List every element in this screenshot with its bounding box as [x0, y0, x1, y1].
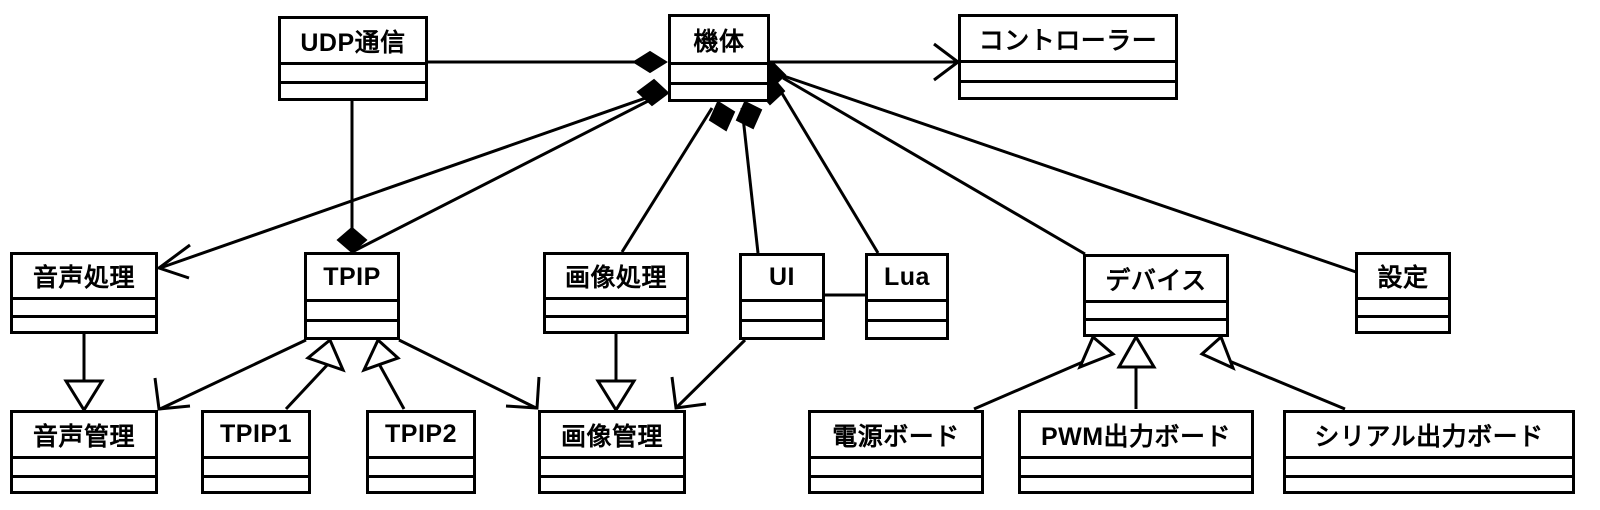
generalization-triangle-pwm	[1116, 334, 1157, 369]
class-operations-tpip1	[204, 478, 308, 491]
generalization-triangle-onseikanri	[63, 379, 105, 413]
class-attributes-onsei-kanri	[13, 459, 155, 478]
class-name-tpip1: TPIP1	[204, 413, 308, 459]
class-attributes-tpip2	[369, 459, 473, 478]
edge-power-device	[973, 356, 1093, 411]
class-name-gazou-kanri: 画像管理	[541, 413, 683, 459]
class-attributes-pwm-board	[1021, 459, 1251, 478]
class-attributes-udp	[281, 65, 425, 84]
association-arrow-onseisyori	[155, 243, 191, 280]
edge-gazousyori-kitai	[620, 107, 714, 253]
class-attributes-tpip1	[204, 459, 308, 478]
generalization-triangle-tpip1	[304, 337, 346, 373]
class-name-power-board: 電源ボード	[811, 413, 981, 459]
class-operations-tpip2	[369, 478, 473, 491]
class-operations-onsei-syori	[13, 318, 155, 331]
edge-tpip-onseikanri	[159, 338, 307, 411]
class-box-ui[interactable]: UI	[739, 253, 825, 340]
class-box-pwm-board[interactable]: PWM出力ボード	[1018, 410, 1254, 494]
edge-ui-kitai	[740, 107, 760, 254]
class-operations-ui	[742, 322, 822, 337]
class-operations-controller	[961, 83, 1175, 97]
generalization-triangle-tpip2	[361, 337, 401, 373]
class-name-kitai: 機体	[671, 17, 767, 65]
class-name-gazou-syori: 画像処理	[546, 255, 686, 300]
class-box-gazou-kanri[interactable]: 画像管理	[538, 410, 686, 494]
class-operations-tpip	[307, 322, 397, 337]
association-arrow-gazoukanri-right	[670, 376, 707, 410]
composition-diamond-gazousyori-kitai	[708, 100, 736, 132]
class-attributes-device	[1086, 303, 1226, 321]
class-operations-settei	[1358, 318, 1448, 331]
class-attributes-tpip	[307, 302, 397, 322]
class-operations-device	[1086, 321, 1226, 334]
class-name-onsei-kanri: 音声管理	[13, 413, 155, 459]
edge-tpip-gazoukanri	[398, 338, 537, 410]
class-name-tpip2: TPIP2	[369, 413, 473, 459]
class-attributes-serial-board	[1286, 459, 1572, 478]
edge-kitai-onseisyori	[159, 91, 661, 270]
class-box-controller[interactable]: コントローラー	[958, 14, 1178, 100]
class-name-ui: UI	[742, 256, 822, 302]
composition-diamond-udp-kitai	[632, 50, 668, 74]
class-attributes-kitai	[671, 65, 767, 85]
class-operations-kitai	[671, 85, 767, 99]
class-name-controller: コントローラー	[961, 17, 1175, 63]
edge-kitai-settei	[771, 70, 1357, 274]
class-operations-serial-board	[1286, 478, 1572, 491]
generalization-triangle-gazoukanri	[595, 379, 637, 413]
composition-diamond-udp-tpip	[336, 226, 368, 254]
class-box-onsei-syori[interactable]: 音声処理	[10, 252, 158, 334]
edge-tpip2-tpip	[376, 361, 406, 410]
class-box-udp[interactable]: UDP通信	[278, 16, 428, 101]
association-arrow-onseikanri	[153, 377, 191, 411]
class-box-tpip[interactable]: TPIP	[304, 252, 400, 340]
class-box-power-board[interactable]: 電源ボード	[808, 410, 984, 494]
association-arrow-gazoukanri-left	[505, 376, 541, 410]
composition-diamond-tpip-kitai	[636, 78, 670, 107]
class-box-serial-board[interactable]: シリアル出力ボード	[1283, 410, 1575, 494]
class-attributes-lua	[868, 302, 946, 322]
class-attributes-ui	[742, 302, 822, 322]
class-name-settei: 設定	[1358, 255, 1448, 300]
edge-tpip1-tpip	[284, 360, 332, 411]
class-box-kitai[interactable]: 機体	[668, 14, 770, 102]
class-name-udp: UDP通信	[281, 19, 425, 65]
composition-diamond-ui-kitai	[735, 100, 763, 130]
association-arrow-controller	[933, 42, 961, 82]
edge-lua-kitai	[778, 89, 880, 254]
class-attributes-onsei-syori	[13, 300, 155, 318]
class-attributes-controller	[961, 63, 1175, 83]
class-operations-power-board	[811, 478, 981, 491]
class-operations-gazou-syori	[546, 318, 686, 331]
class-box-device[interactable]: デバイス	[1083, 254, 1229, 337]
edge-serial-device	[1221, 356, 1346, 411]
class-operations-pwm-board	[1021, 478, 1251, 491]
class-box-gazou-syori[interactable]: 画像処理	[543, 252, 689, 334]
class-attributes-gazou-kanri	[541, 459, 683, 478]
class-name-pwm-board: PWM出力ボード	[1021, 413, 1251, 459]
class-attributes-power-board	[811, 459, 981, 478]
class-box-tpip1[interactable]: TPIP1	[201, 410, 311, 494]
class-name-onsei-syori: 音声処理	[13, 255, 155, 300]
class-box-lua[interactable]: Lua	[865, 253, 949, 340]
class-box-tpip2[interactable]: TPIP2	[366, 410, 476, 494]
class-operations-lua	[868, 322, 946, 337]
class-attributes-settei	[1358, 300, 1448, 318]
class-box-onsei-kanri[interactable]: 音声管理	[10, 410, 158, 494]
class-name-serial-board: シリアル出力ボード	[1286, 413, 1572, 459]
class-name-lua: Lua	[868, 256, 946, 302]
generalization-triangle-serial	[1199, 334, 1236, 371]
generalization-triangle-power	[1077, 334, 1116, 370]
class-attributes-gazou-syori	[546, 300, 686, 318]
class-name-tpip: TPIP	[307, 255, 397, 302]
class-operations-gazou-kanri	[541, 478, 683, 491]
class-box-settei[interactable]: 設定	[1355, 252, 1451, 334]
class-operations-onsei-kanri	[13, 478, 155, 491]
class-name-device: デバイス	[1086, 257, 1226, 303]
edge-tpip-kitai	[351, 96, 655, 254]
class-operations-udp	[281, 84, 425, 98]
edge-device-kitai	[782, 76, 1086, 256]
edge-ui-gazoukanri	[674, 338, 747, 410]
